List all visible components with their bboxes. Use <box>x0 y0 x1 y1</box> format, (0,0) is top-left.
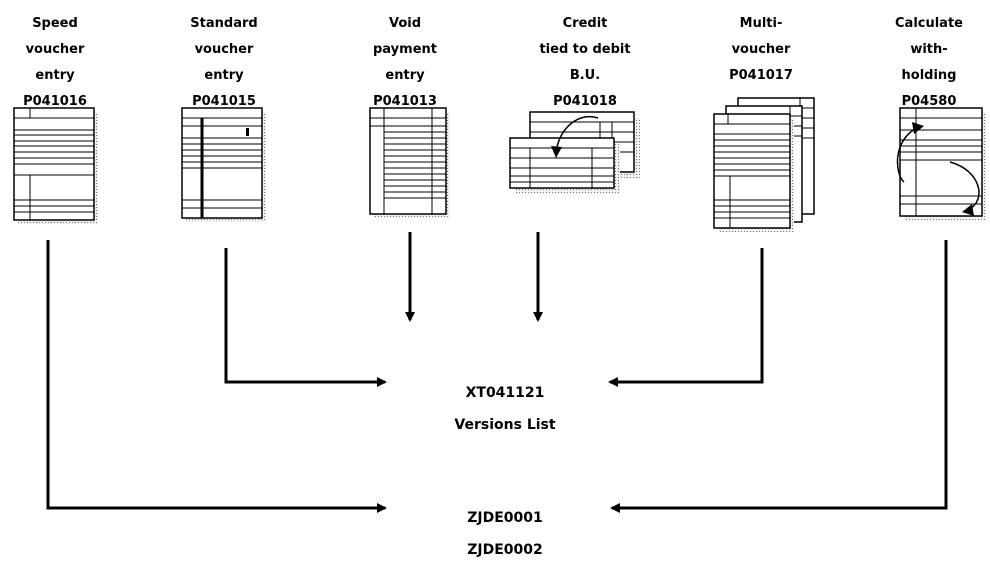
versions-title: Versions List <box>454 417 556 433</box>
program-label-multi-voucher: Multi- voucher P041017 <box>706 4 816 95</box>
label-line: payment <box>373 42 437 57</box>
connector-calc-to-zjde <box>610 240 948 513</box>
connectors <box>46 232 948 513</box>
versions-id: XT041121 <box>465 385 545 401</box>
zjde-version-2: ZJDE0002 <box>467 542 543 558</box>
label-line: voucher <box>194 42 254 57</box>
label-line: voucher <box>731 42 791 57</box>
multi-voucher-form-icon <box>713 97 815 232</box>
label-line: P041018 <box>553 94 617 109</box>
program-label-speed-voucher: Speed voucher entry P041016 <box>0 4 110 121</box>
speed-voucher-form-icon <box>13 107 98 224</box>
label-line: B.U. <box>569 68 601 83</box>
standard-voucher-form-icon <box>181 107 266 222</box>
connector-multi-to-versions <box>608 248 764 387</box>
label-line: with- <box>910 42 948 57</box>
label-line: holding <box>901 68 957 83</box>
label-line: P041015 <box>192 94 256 109</box>
label-line: voucher <box>25 42 85 57</box>
credit-debit-form-icon <box>509 111 640 194</box>
connector-standard-to-versions <box>224 248 387 387</box>
program-label-credit-debit: Credit tied to debit B.U. P041018 <box>510 4 660 121</box>
zjde-target: ZJDE0001 ZJDE0002 <box>400 494 610 574</box>
label-line: tied to debit <box>539 42 631 57</box>
calculate-withholding-form-icon <box>896 107 986 220</box>
flow-diagram <box>13 97 986 513</box>
zjde-version-1: ZJDE0001 <box>467 510 543 526</box>
label-line: entry <box>204 68 244 83</box>
program-label-void-payment: Void payment entry P041013 <box>350 4 460 121</box>
void-payment-form-icon <box>369 107 450 218</box>
label-line: entry <box>35 68 75 83</box>
label-line: Standard <box>190 16 258 31</box>
label-line: P041017 <box>729 68 793 83</box>
program-label-standard-voucher: Standard voucher entry P041015 <box>166 4 282 121</box>
versions-list-target: XT041121 Versions List <box>400 369 610 449</box>
label-line: Speed <box>32 16 78 31</box>
label-line: entry <box>385 68 425 83</box>
label-line: Credit <box>562 16 608 31</box>
label-line: P041013 <box>373 94 437 109</box>
label-line: P04580 <box>901 94 957 109</box>
label-line: Multi- <box>739 16 783 31</box>
label-line: Calculate <box>895 16 963 31</box>
label-line: P041016 <box>23 94 87 109</box>
program-label-calculate-withholding: Calculate with- holding P04580 <box>870 4 988 121</box>
connector-speed-to-zjde <box>46 240 387 513</box>
label-line: Void <box>388 16 422 31</box>
